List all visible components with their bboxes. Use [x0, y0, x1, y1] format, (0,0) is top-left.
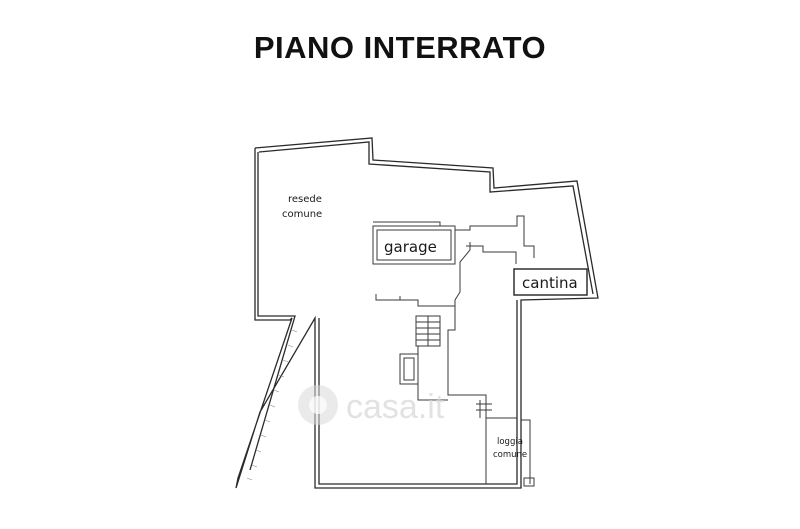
- page-title: PIANO INTERRATO: [253, 30, 547, 65]
- interior-walls: [372, 215, 535, 487]
- loggia-label-line2: comune: [493, 450, 527, 460]
- resede-label-line2: comune: [282, 209, 322, 220]
- garage-label: garage: [384, 238, 437, 256]
- loggia-label-line1: loggia: [497, 437, 523, 447]
- outer-walls: [235, 137, 599, 489]
- watermark: casa.it: [298, 385, 445, 426]
- watermark-text: casa.it: [346, 388, 445, 426]
- resede-label-line1: resede: [288, 194, 322, 205]
- room-labels: resede comune garage cantina loggia comu…: [282, 194, 588, 460]
- cantina-box: [513, 268, 588, 296]
- wall-hatching: [246, 329, 298, 481]
- cantina-label: cantina: [522, 274, 578, 292]
